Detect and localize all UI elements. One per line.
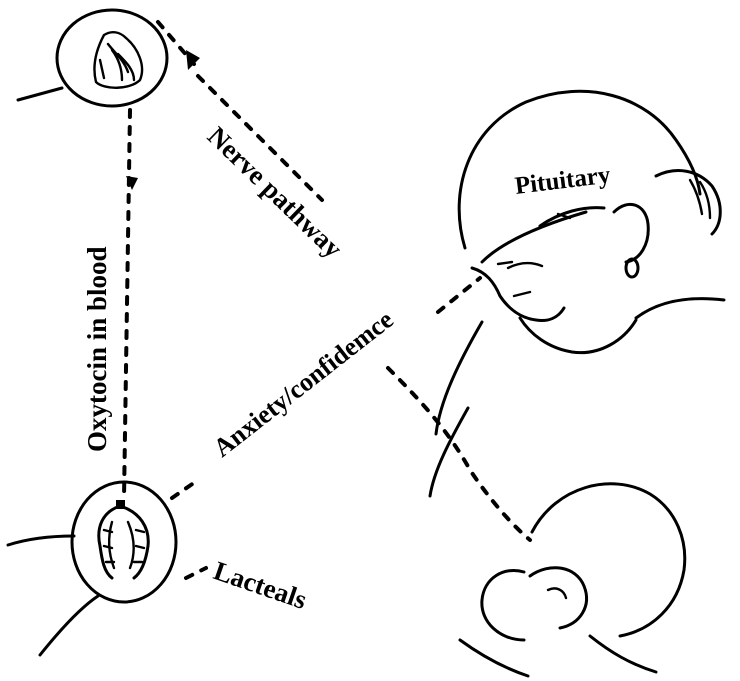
mother-hair-bun	[656, 171, 720, 234]
baby-fist	[530, 568, 587, 628]
label-anxiety-confidence: Anxiety/confidemce	[208, 305, 399, 463]
bottom-circle-line-lower	[40, 596, 98, 655]
lacteals-pointer-dash	[186, 568, 206, 578]
mother-mouth	[514, 292, 530, 296]
mother-arm-dashed-line	[388, 368, 530, 540]
label-lacteals: Lacteals	[210, 555, 311, 615]
baby-fist-detail	[548, 588, 566, 598]
mother-brow-mark	[498, 262, 512, 264]
bottom-circle-inset	[8, 482, 176, 655]
mother-ear	[614, 204, 648, 262]
label-oxytocin-in-blood: Oxytocin in blood	[82, 246, 112, 452]
nerve-pathway-arrowhead	[186, 50, 200, 70]
anxiety-dash-left	[172, 480, 198, 498]
bottom-circle-line-left	[8, 536, 74, 545]
label-pituitary: Pituitary	[513, 161, 612, 200]
top-circle-outline	[57, 10, 167, 106]
label-nerve-pathway: Nerve pathway	[202, 121, 349, 264]
dashed-pathways	[124, 22, 530, 578]
top-circle-inset	[18, 10, 167, 106]
baby-arm-lower	[460, 640, 528, 676]
mother-forehead-line	[482, 212, 586, 262]
top-circle-gland-drawing	[94, 32, 142, 88]
mother-figure	[430, 91, 724, 496]
mother-closed-eye	[508, 263, 542, 268]
top-circle-pointer-line	[18, 88, 62, 100]
lacteals-drawing	[99, 500, 148, 578]
baby-body-line	[590, 636, 656, 672]
baby-head-outline	[532, 484, 685, 636]
baby-hand-left	[482, 570, 524, 640]
oxytocin-dashed-line	[124, 110, 130, 498]
anxiety-dash-right	[438, 278, 480, 312]
baby-figure	[460, 484, 685, 676]
mother-shoulder-line	[436, 322, 482, 434]
mother-chin-jaw	[520, 318, 636, 353]
mother-neck-back	[636, 299, 724, 318]
